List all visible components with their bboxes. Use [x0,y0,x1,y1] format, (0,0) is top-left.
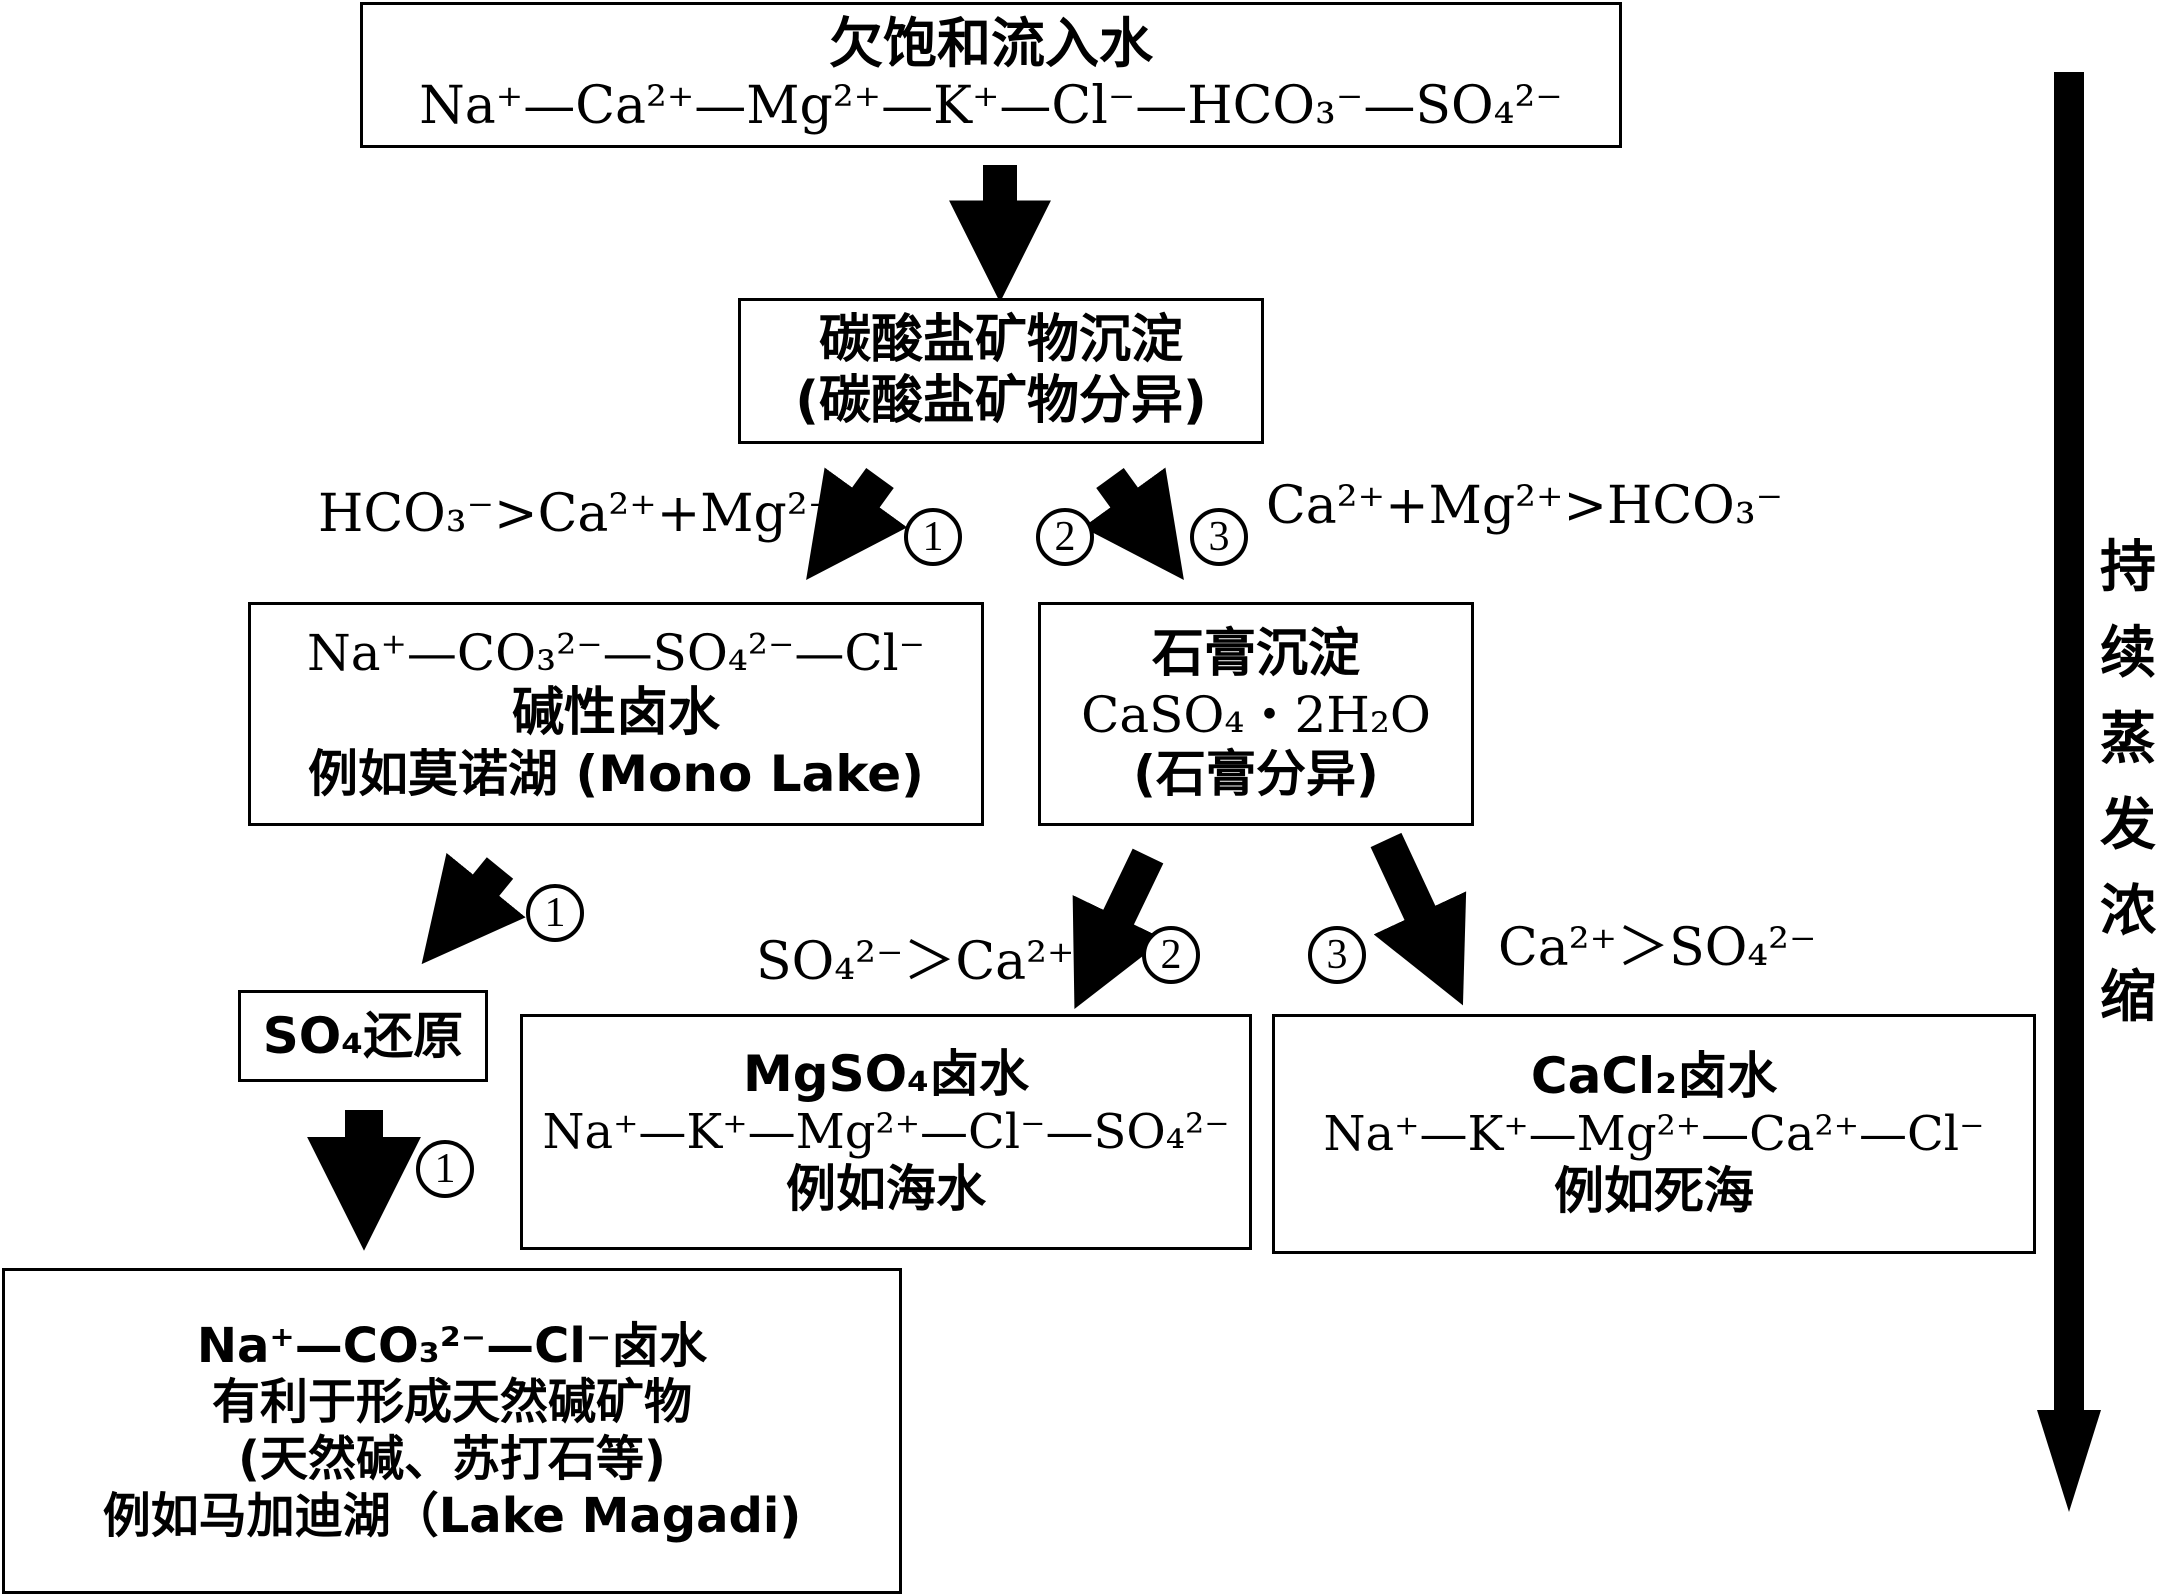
carbonate-box: 碳酸盐矿物沉淀 (碳酸盐矿物分异) [738,298,1264,444]
gypsum-formula: CaSO₄・2H₂O [1081,685,1431,744]
path-marker-1: 1 [904,508,962,566]
soda-title: Na⁺—CO₃²⁻—Cl⁻卤水 [196,1317,708,1374]
alkaline-brine-box: Na⁺—CO₃²⁻—SO₄²⁻—Cl⁻ 碱性卤水 例如莫诺湖 (Mono Lak… [248,602,984,826]
condition-hco3-gt: HCO₃⁻>Ca²⁺+Mg²⁺ [318,484,836,544]
inflow-water-box: 欠饱和流入水 Na⁺—Ca²⁺—Mg²⁺—K⁺—Cl⁻—HCO₃⁻—SO₄²⁻ [360,2,1622,148]
evaporation-char: 续 [2100,621,2156,686]
evaporation-char: 持 [2100,535,2156,600]
arrow-carbonate-to-alkaline [806,467,908,581]
mgso4-example: 例如海水 [786,1160,986,1219]
so4-reduction-label: SO₄还原 [262,1006,464,1065]
path-marker-2: 2 [1142,926,1200,984]
condition-so4-gt-ca: SO₄²⁻＞Ca²⁺ [756,932,1075,992]
cacl2-example: 例如死海 [1554,1162,1754,1221]
evaporation-char: 发 [2100,793,2156,858]
path-marker-1: 1 [526,884,584,942]
carbonate-line1: 碳酸盐矿物沉淀 [818,309,1183,370]
arrow-alkaline-to-so4 [421,852,526,965]
inflow-ions: Na⁺—Ca²⁺—Mg²⁺—K⁺—Cl⁻—HCO₃⁻—SO₄²⁻ [419,76,1563,137]
gypsum-note: (石膏分异) [1133,744,1379,803]
inflow-title: 欠饱和流入水 [829,12,1153,76]
soda-line3: (天然碱、苏打石等) [238,1431,666,1487]
carbonate-line2: (碳酸盐矿物分异) [795,371,1207,431]
cacl2-brine-box: CaCl₂卤水 Na⁺—K⁺—Mg²⁺—Ca²⁺—Cl⁻ 例如死海 [1272,1014,2036,1254]
soda-brine-box: Na⁺—CO₃²⁻—Cl⁻卤水 有利于形成天然碱矿物 (天然碱、苏打石等) 例如… [2,1268,902,1594]
so4-reduction-box: SO₄还原 [238,990,488,1082]
arrow-gypsum-to-cacl2 [1370,832,1467,1006]
path-marker-2: 2 [1036,508,1094,566]
path-marker-1: 1 [416,1140,474,1198]
path-marker-3: 3 [1308,926,1366,984]
evaporation-char: 蒸 [2100,707,2156,772]
path-marker-3: 3 [1190,508,1248,566]
mgso4-ions: Na⁺—K⁺—Mg²⁺—Cl⁻—SO₄²⁻ [542,1103,1230,1160]
cacl2-title: CaCl₂卤水 [1530,1046,1778,1105]
evaporation-char: 浓 [2100,879,2156,944]
soda-line4: 例如马加迪湖（Lake Magadi) [102,1487,802,1544]
cacl2-ions: Na⁺—K⁺—Mg²⁺—Ca²⁺—Cl⁻ [1323,1105,1985,1162]
condition-ca-gt-so4: Ca²⁺＞SO₄²⁻ [1498,918,1817,978]
gypsum-title: 石膏沉淀 [1151,624,1360,685]
mgso4-brine-box: MgSO₄卤水 Na⁺—K⁺—Mg²⁺—Cl⁻—SO₄²⁻ 例如海水 [520,1014,1252,1250]
alkaline-title: 碱性卤水 [511,683,720,744]
gypsum-box: 石膏沉淀 CaSO₄・2H₂O (石膏分异) [1038,602,1474,826]
alkaline-ions: Na⁺—CO₃²⁻—SO₄²⁻—Cl⁻ [306,624,926,683]
mgso4-title: MgSO₄卤水 [743,1044,1029,1103]
condition-ca-mg-gt: Ca²⁺+Mg²⁺>HCO₃⁻ [1266,476,1784,536]
evaporation-label: 持 续 蒸 发 浓 缩 [2098,540,2158,1056]
arrow-evaporation-head [2037,1410,2101,1512]
evaporation-char: 缩 [2100,965,2156,1030]
soda-line2: 有利于形成天然碱矿物 [211,1374,692,1431]
arrow-carbonate-to-gypsum [1082,467,1184,581]
arrow-gypsum-to-mgso4 [1072,848,1165,1010]
alkaline-example: 例如莫诺湖 (Mono Lake) [308,744,924,803]
